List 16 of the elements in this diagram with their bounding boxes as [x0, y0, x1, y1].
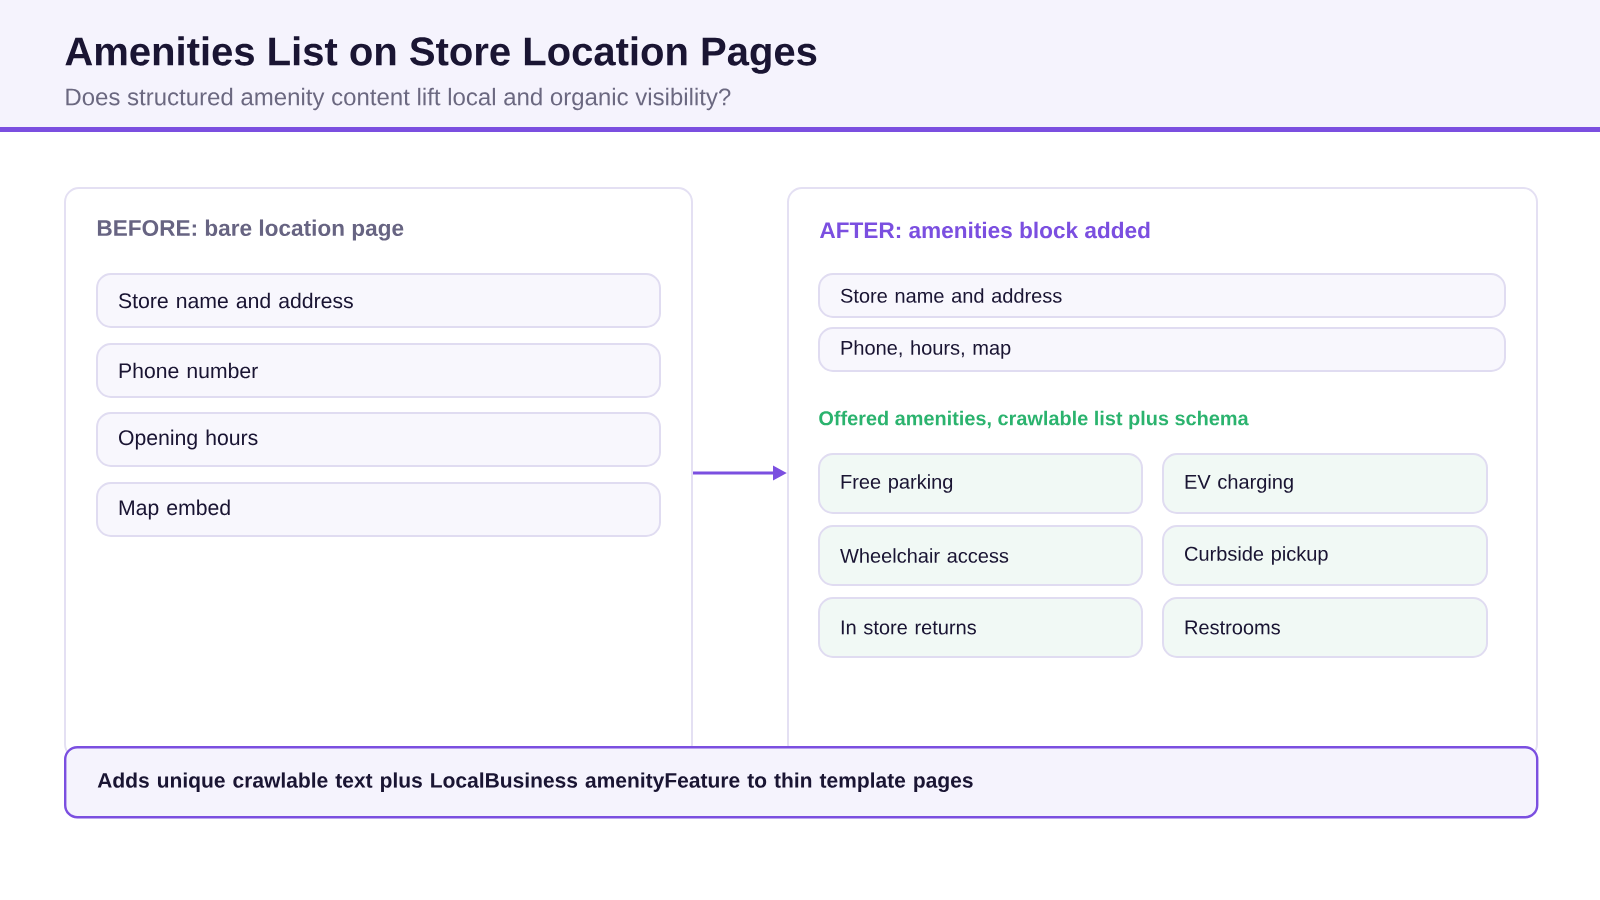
subtitle: Does structured amenity content lift local and organic visibility?	[66, 87, 731, 111]
section-heading: Offered amenities, crawlable list plus schema	[819, 410, 1249, 430]
amenity-box: Curbside pickup	[1162, 525, 1488, 586]
title: Amenities List on Store Location Pages	[65, 36, 817, 74]
item-box: Phone, hours, map	[818, 327, 1506, 372]
item-box: Store name and address	[818, 273, 1506, 318]
amenity-box: In store returns	[818, 597, 1143, 658]
item-box: Map embed	[96, 482, 661, 537]
amenity-box: Restrooms	[1162, 597, 1488, 658]
item-box: Phone number	[96, 343, 661, 398]
item-box: Store name and address	[96, 273, 661, 328]
amenity-box: Free parking	[818, 453, 1143, 514]
amenity-box: EV charging	[1162, 453, 1488, 514]
summary-bar: Adds unique crawlable text plus LocalBusiness amenityFeature to thin template pages	[64, 746, 1539, 819]
item-box: Opening hours	[96, 412, 661, 467]
amenity-box: Wheelchair access	[818, 525, 1143, 586]
